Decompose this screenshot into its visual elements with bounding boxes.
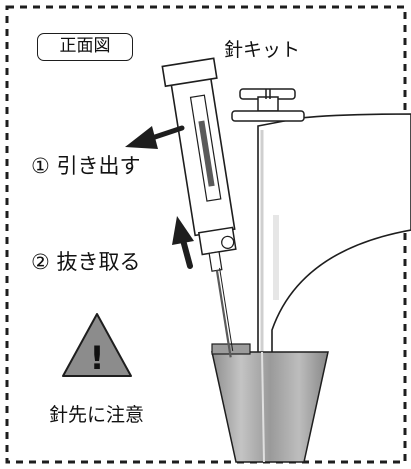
remove-arrow-icon: [172, 216, 194, 269]
step-2-label: ② 抜き取る: [31, 250, 141, 274]
needle-kit: [161, 57, 237, 358]
view-tag: 正面図: [37, 33, 133, 61]
diagram-title: 針キット: [224, 39, 301, 61]
spool: [231, 88, 305, 122]
caution-label: 針先に注意: [49, 404, 145, 426]
step-1-label: ① 引き出す: [31, 154, 141, 178]
lower-cone: [211, 343, 329, 463]
dashed-border: [5, 5, 407, 464]
warning-symbol: !: [90, 339, 105, 377]
warning-triangle-icon: !: [62, 313, 132, 377]
pull-out-arrow-icon: [125, 125, 185, 149]
